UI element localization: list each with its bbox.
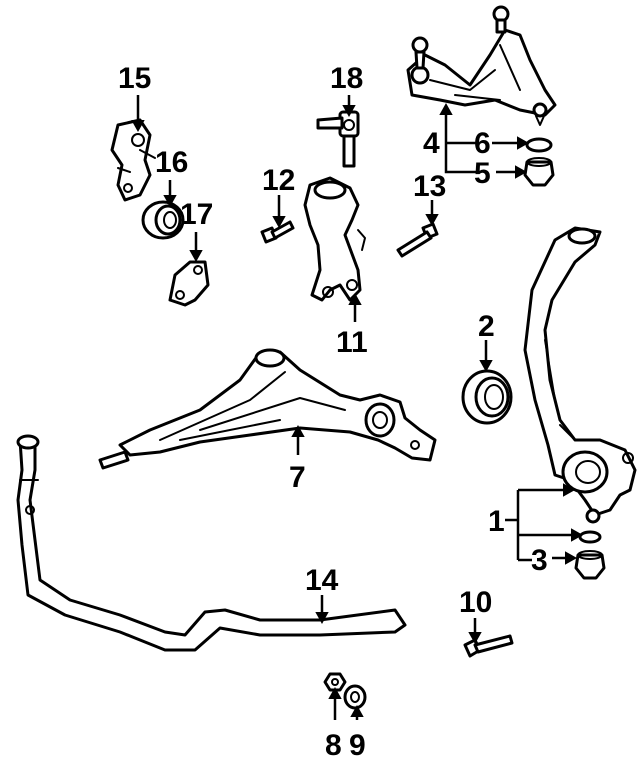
callout-9: 9 <box>349 729 366 762</box>
callout-8: 8 <box>325 729 342 762</box>
part-7-lower-control-arm <box>98 348 437 470</box>
callout-3: 3 <box>531 544 548 577</box>
part-12-bolt <box>260 220 295 244</box>
callout-17: 17 <box>180 198 213 231</box>
callout-11: 11 <box>336 326 368 359</box>
part-8-nut <box>323 672 347 692</box>
part-15-bracket <box>110 118 156 202</box>
callout-12: 12 <box>262 164 295 197</box>
leader-1 <box>505 488 575 562</box>
callout-1: 1 <box>488 505 505 538</box>
part-6-ring <box>525 137 553 153</box>
callout-10: 10 <box>459 586 492 619</box>
callout-13: 13 <box>413 170 446 203</box>
callout-14: 14 <box>305 564 339 597</box>
part-5-dust-boot <box>523 157 555 187</box>
callout-2: 2 <box>478 310 495 343</box>
part-13-bolt <box>396 222 439 258</box>
part-9-washer <box>343 684 367 710</box>
part-2-wheel-bearing <box>461 369 513 425</box>
part-10-bolt <box>463 634 514 658</box>
part-14-stabilizer-bar <box>16 434 407 652</box>
callout-16: 16 <box>155 146 188 179</box>
part-11-knuckle <box>303 176 366 302</box>
leader-lines <box>131 95 584 720</box>
part-18-stabilizer-link <box>316 110 360 168</box>
part-1-steering-knuckle <box>523 226 637 524</box>
part-16-bushing <box>141 200 185 240</box>
part-4-upper-control-arm <box>406 5 557 126</box>
part-3-boot-clamp <box>574 530 606 580</box>
callout-18: 18 <box>330 62 363 95</box>
callout-6: 6 <box>474 127 491 160</box>
callout-7: 7 <box>289 461 306 494</box>
callout-labels: 15 16 17 18 12 13 4 6 5 11 2 7 1 3 14 10… <box>118 62 548 762</box>
callout-5: 5 <box>474 157 491 190</box>
part-17-clamp <box>168 260 210 307</box>
callout-15: 15 <box>118 62 151 95</box>
callout-4: 4 <box>423 127 440 160</box>
